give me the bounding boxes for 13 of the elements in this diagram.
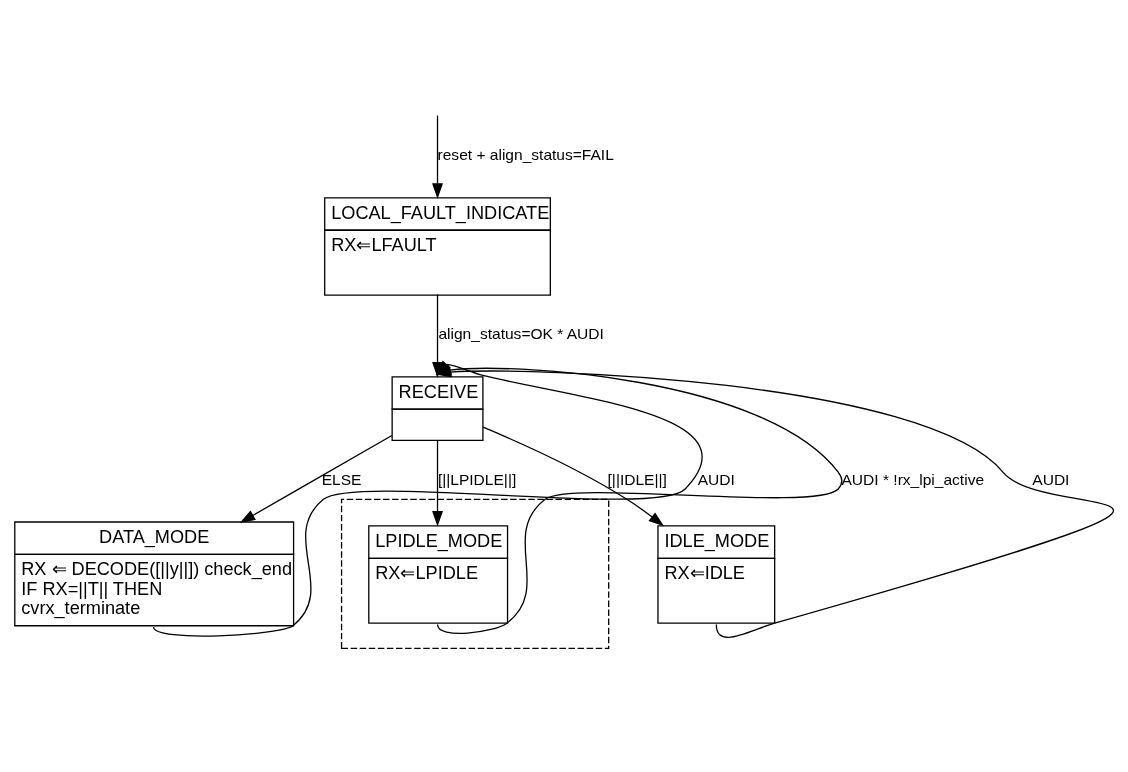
arrow (432, 114, 443, 199)
edge-label: reset + align_status=FAIL (437, 145, 614, 163)
arrow (482, 426, 665, 526)
edge-label: AUDI (1032, 470, 1070, 488)
edge-label: align_status=OK * AUDI (438, 324, 604, 342)
edge-label: [||IDLE||] (607, 470, 667, 488)
edge-label: ELSE (321, 470, 362, 488)
edge-label: AUDI * !rx_lpi_active (841, 470, 985, 488)
arrow (239, 434, 393, 523)
edge-label: AUDI (697, 470, 735, 488)
edge-label: [||LPIDLE||] (437, 470, 517, 488)
cluster (340, 498, 610, 649)
arrow (432, 438, 443, 527)
